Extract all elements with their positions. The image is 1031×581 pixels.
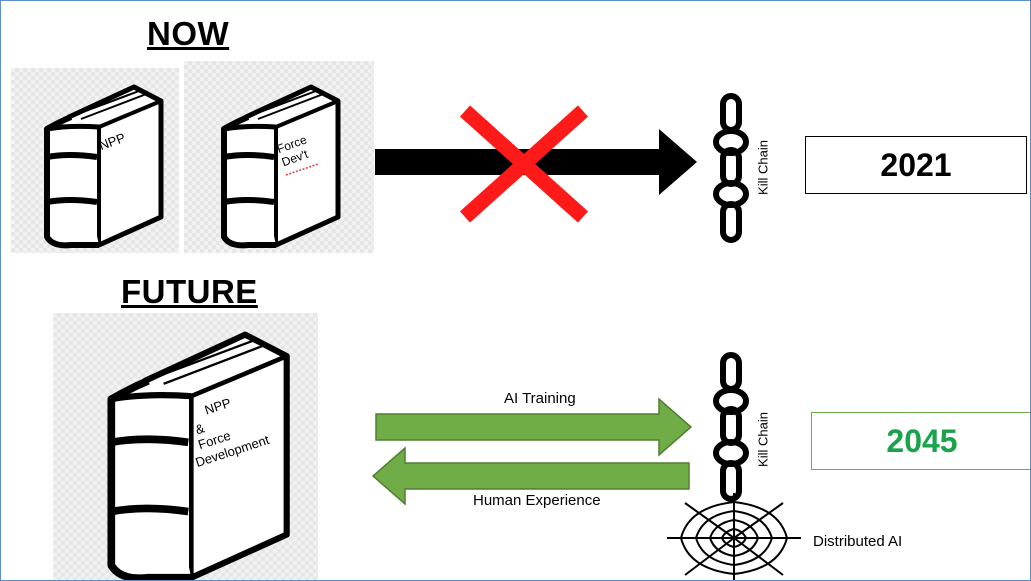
- red-x-icon: [459, 105, 589, 223]
- now-heading: NOW: [147, 15, 230, 52]
- book-npp-icon: [44, 84, 164, 249]
- kill-chain-label-now: Kill Chain: [755, 140, 771, 195]
- year-2045-box: 2045: [811, 412, 1030, 470]
- chain-icon-future: [713, 352, 749, 502]
- book-force-dev-background: [184, 61, 374, 253]
- human-experience-label: Human Experience: [473, 492, 601, 509]
- distributed-ai-label: Distributed AI: [813, 533, 903, 550]
- future-heading: FUTURE: [121, 273, 258, 310]
- ai-training-label: AI Training: [504, 390, 576, 407]
- spider-web-icon: [667, 493, 801, 580]
- spellcheck-underline: [285, 163, 319, 176]
- year-2021-box: 2021: [805, 136, 1027, 194]
- kill-chain-label-future: Kill Chain: [755, 412, 771, 467]
- chain-icon: [713, 93, 749, 243]
- human-experience-arrow: [371, 446, 690, 506]
- book-force-dev-icon: [221, 84, 341, 249]
- book-combined-icon: [107, 331, 290, 580]
- ai-training-arrow: [375, 397, 693, 457]
